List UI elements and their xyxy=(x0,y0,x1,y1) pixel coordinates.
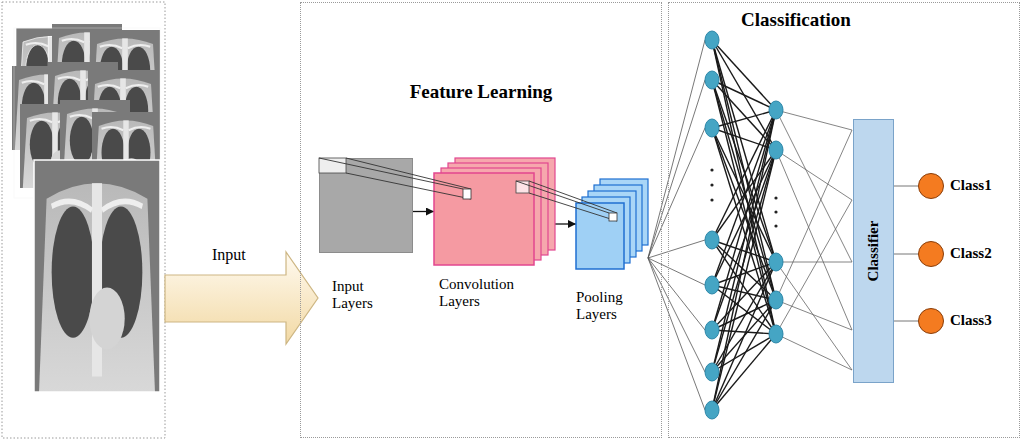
classifier-input xyxy=(776,300,852,330)
xray-stack xyxy=(12,24,160,392)
neuron xyxy=(705,276,719,294)
input-label: Input xyxy=(212,246,246,264)
network-weight xyxy=(712,334,776,410)
neuron xyxy=(705,401,719,419)
pooling-layer: Pooling Layers xyxy=(576,179,648,269)
network-weight xyxy=(712,240,776,300)
ellipsis-dot xyxy=(774,196,777,199)
network-weight xyxy=(712,128,776,334)
network-weight xyxy=(712,110,776,330)
connector-line xyxy=(894,321,918,322)
fan-line xyxy=(648,128,705,258)
fan-line xyxy=(648,258,705,372)
classifier-input xyxy=(776,200,852,334)
neuron xyxy=(769,253,783,271)
ellipsis-dot xyxy=(710,183,713,186)
network-weight xyxy=(712,110,776,128)
convolution-layer: Convolution Layers xyxy=(434,158,555,265)
network-weight xyxy=(712,262,776,330)
network-weight xyxy=(712,300,776,410)
network-weight xyxy=(712,150,776,410)
neural-network xyxy=(648,31,852,419)
neuron xyxy=(705,231,719,249)
section-title: Classification xyxy=(741,9,851,31)
ellipsis-dot xyxy=(774,224,777,227)
network-weight xyxy=(712,240,776,334)
connector-line xyxy=(894,254,918,255)
ellipsis-dot xyxy=(710,198,713,201)
flow-arrow xyxy=(555,223,576,224)
input-arrow xyxy=(165,252,318,344)
network-weight xyxy=(712,262,776,410)
section-panel: Feature LearningInput Layers Convolution … xyxy=(300,2,662,438)
section-panel: ClassificationClassifierClass1Class2Clas… xyxy=(668,2,1020,438)
class-label: Class2 xyxy=(950,245,992,262)
connector-line xyxy=(894,186,918,187)
class-node: Class2 xyxy=(918,241,944,267)
network-weight xyxy=(712,80,776,334)
classifier-input xyxy=(776,130,852,300)
neuron xyxy=(769,101,783,119)
class-label: Class3 xyxy=(950,312,992,329)
network-weight xyxy=(712,40,776,150)
neuron xyxy=(769,141,783,159)
class-label: Class1 xyxy=(950,177,992,194)
fan-line xyxy=(648,258,705,330)
fan-line xyxy=(648,40,705,258)
feature-map xyxy=(434,173,534,265)
input-panel xyxy=(2,2,165,438)
network-weight xyxy=(712,110,776,410)
classifier-input xyxy=(776,334,852,370)
network-weight xyxy=(712,110,776,372)
layer-label: Convolution Layers xyxy=(439,276,514,311)
classifier-label: Classifier xyxy=(865,221,882,282)
layer-label: Pooling Layers xyxy=(576,289,623,324)
pooled-map xyxy=(576,203,624,269)
pooled-map-stack xyxy=(576,179,648,269)
kernel-projection xyxy=(319,158,463,189)
feature-map-stack xyxy=(434,158,555,265)
section-title: Feature Learning xyxy=(410,81,553,103)
classifier-input xyxy=(776,150,852,330)
neuron xyxy=(705,321,719,339)
neuron xyxy=(705,119,719,137)
kernel-projection xyxy=(529,193,617,221)
class-node: Class1 xyxy=(918,173,944,199)
ellipsis-dot xyxy=(710,168,713,171)
network-weight xyxy=(712,150,776,240)
neuron xyxy=(769,291,783,309)
neuron xyxy=(705,363,719,381)
kernel-projection xyxy=(516,181,609,213)
layer-label: Input Layers xyxy=(332,278,373,313)
classifier-input xyxy=(776,262,852,370)
fan-line xyxy=(648,80,705,258)
ellipsis-dot xyxy=(774,210,777,213)
neuron xyxy=(769,325,783,343)
kernel-projection xyxy=(346,173,471,199)
kernel-target xyxy=(609,213,617,221)
classifier-input xyxy=(776,262,852,263)
classifier-input xyxy=(776,150,852,200)
network-weight xyxy=(712,300,776,330)
kernel-window xyxy=(319,158,346,173)
flow-arrow xyxy=(413,211,434,212)
fan-line xyxy=(648,240,705,258)
fan-line xyxy=(648,258,705,410)
kernel-projection xyxy=(346,158,471,189)
kernel-target xyxy=(463,189,471,199)
neuron xyxy=(705,71,719,89)
network-weight xyxy=(712,285,776,334)
classifier-box: Classifier xyxy=(853,119,894,383)
classifier-input xyxy=(776,110,852,130)
neuron xyxy=(705,31,719,49)
class-node: Class3 xyxy=(918,308,944,334)
